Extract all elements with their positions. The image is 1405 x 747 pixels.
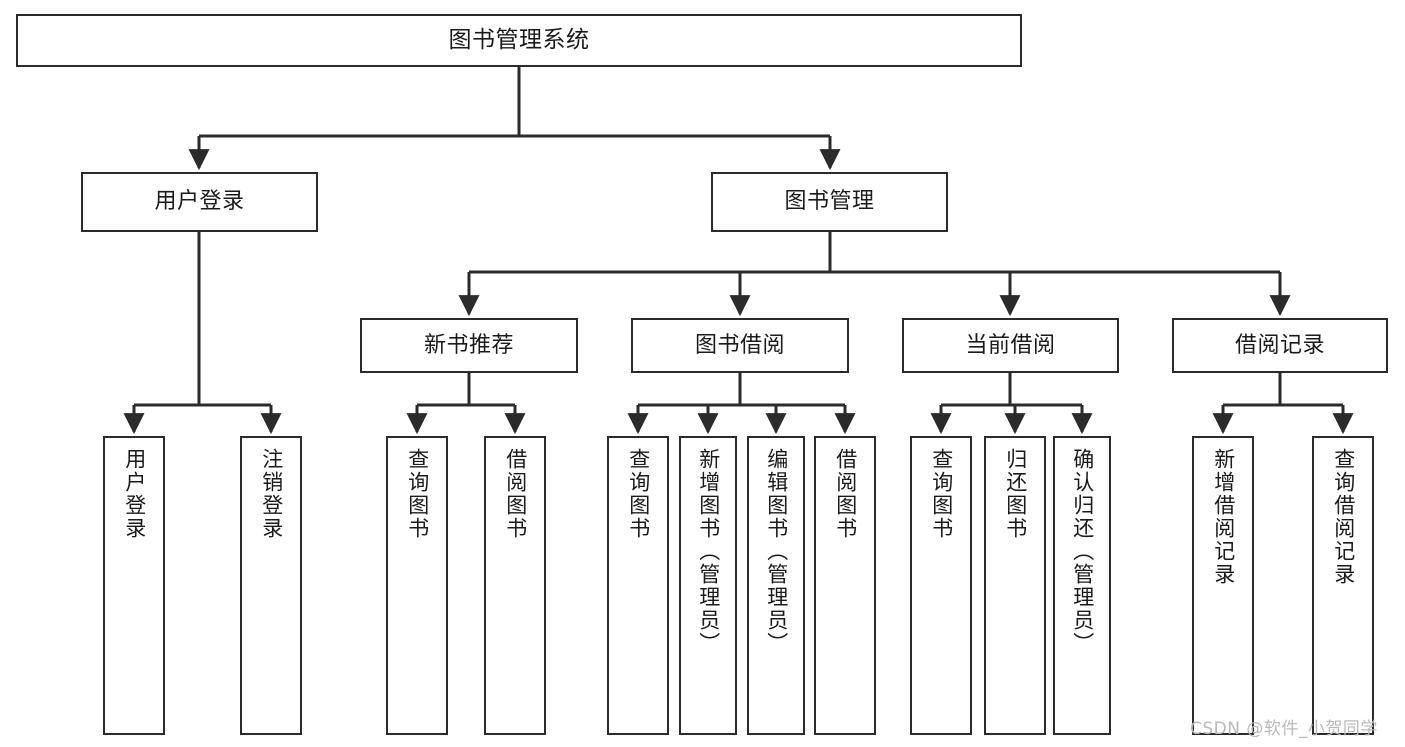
node-current-borrow[interactable]: 当前借阅 <box>902 318 1119 373</box>
node-leaf-query-record[interactable]: 查询借阅记录 <box>1312 436 1374 735</box>
node-leaf-query-book-1-label: 查询图书 <box>405 448 430 540</box>
node-leaf-confirm-return[interactable]: 确认归还（管理员） <box>1053 436 1111 735</box>
node-leaf-logout[interactable]: 注销登录 <box>240 436 302 735</box>
node-leaf-borrow-book-2[interactable]: 借阅图书 <box>814 436 876 735</box>
node-leaf-add-book-label: 新增图书（管理员） <box>696 448 721 655</box>
node-leaf-return-book-label: 归还图书 <box>1003 448 1028 540</box>
node-current-borrow-label: 当前借阅 <box>965 332 1056 358</box>
node-leaf-borrow-book-2-label: 借阅图书 <box>833 448 858 540</box>
node-book-manage-label: 图书管理 <box>784 189 875 215</box>
node-root[interactable]: 图书管理系统 <box>16 14 1022 67</box>
node-user-login-label: 用户登录 <box>154 189 245 215</box>
node-leaf-query-book-3-label: 查询图书 <box>929 448 954 540</box>
node-user-login[interactable]: 用户登录 <box>81 172 318 232</box>
node-leaf-query-book-2-label: 查询图书 <box>626 448 651 540</box>
node-leaf-confirm-return-label: 确认归还（管理员） <box>1070 448 1095 655</box>
node-leaf-query-record-label: 查询借阅记录 <box>1331 448 1356 586</box>
watermark: CSDN @软件_小贺同学 <box>1190 719 1378 739</box>
node-leaf-user-login[interactable]: 用户登录 <box>103 436 165 735</box>
node-borrow-record[interactable]: 借阅记录 <box>1172 318 1388 373</box>
node-leaf-return-book[interactable]: 归还图书 <box>984 436 1046 735</box>
node-borrow-record-label: 借阅记录 <box>1234 332 1325 358</box>
node-leaf-edit-book-label: 编辑图书（管理员） <box>764 448 789 655</box>
node-leaf-query-book-3[interactable]: 查询图书 <box>910 436 972 735</box>
node-leaf-edit-book[interactable]: 编辑图书（管理员） <box>747 436 805 735</box>
node-book-borrow-label: 图书借阅 <box>694 332 785 358</box>
node-new-book-rec[interactable]: 新书推荐 <box>360 318 578 373</box>
node-leaf-add-book[interactable]: 新增图书（管理员） <box>679 436 737 735</box>
node-leaf-borrow-book-1[interactable]: 借阅图书 <box>484 436 546 735</box>
node-leaf-add-record-label: 新增借阅记录 <box>1211 448 1236 586</box>
node-new-book-rec-label: 新书推荐 <box>423 332 514 358</box>
node-leaf-query-book-2[interactable]: 查询图书 <box>607 436 669 735</box>
node-leaf-add-record[interactable]: 新增借阅记录 <box>1192 436 1254 735</box>
node-root-label: 图书管理系统 <box>448 27 590 54</box>
node-leaf-query-book-1[interactable]: 查询图书 <box>386 436 448 735</box>
node-leaf-user-login-label: 用户登录 <box>122 448 147 540</box>
node-book-borrow[interactable]: 图书借阅 <box>631 318 849 373</box>
node-book-manage[interactable]: 图书管理 <box>711 172 948 232</box>
node-leaf-borrow-book-1-label: 借阅图书 <box>503 448 528 540</box>
node-leaf-logout-label: 注销登录 <box>259 448 284 540</box>
